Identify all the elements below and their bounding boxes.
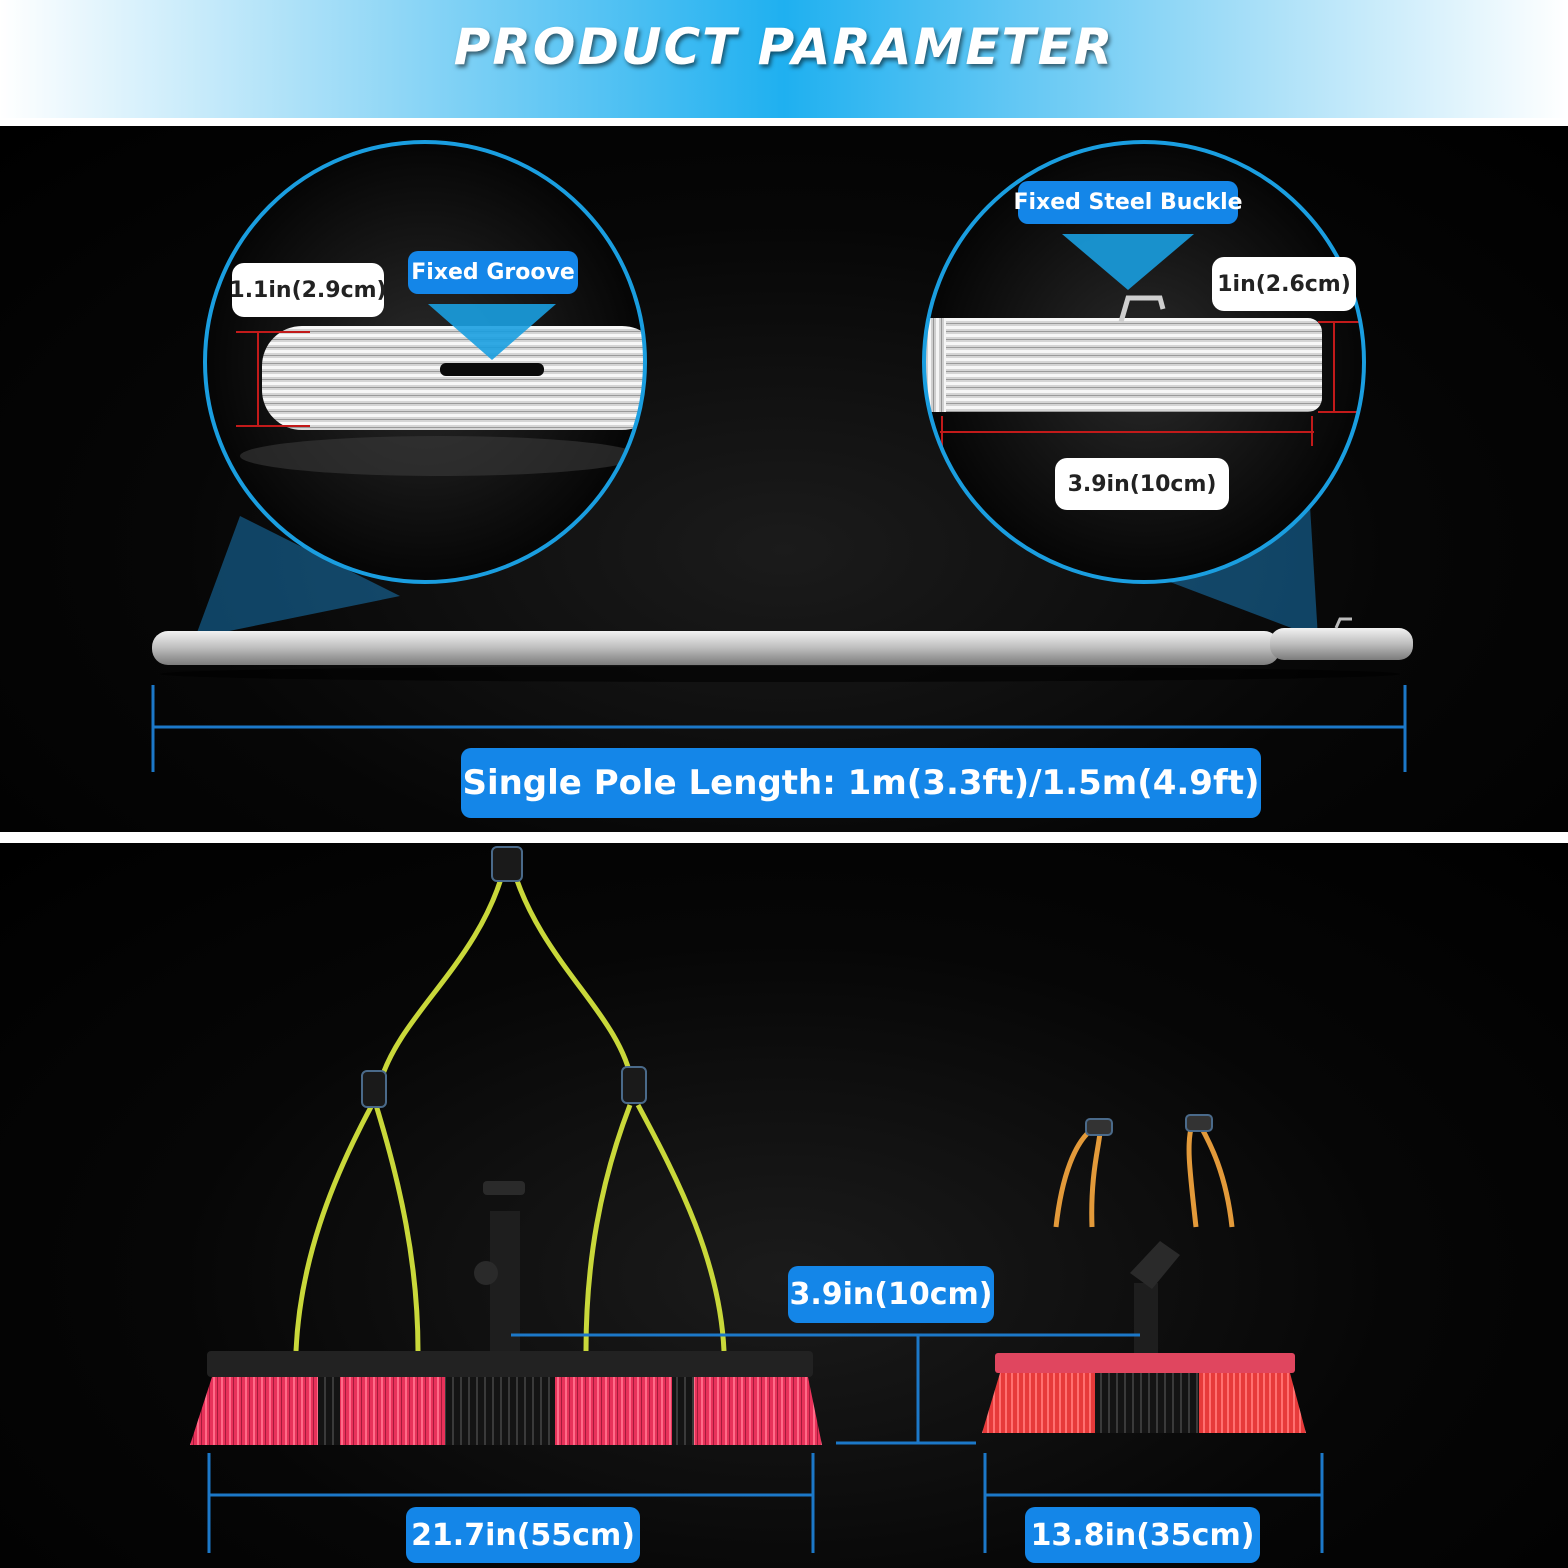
small-brush-width-label: 13.8in(35cm): [1025, 1507, 1260, 1563]
small-brush-connectors: [1085, 1114, 1213, 1136]
small-brush-hoses: [1053, 1123, 1235, 1228]
fixed-steel-buckle-label: Fixed Steel Buckle: [1013, 181, 1243, 224]
buckle-diameter-label: 1in(2.6cm): [1212, 257, 1356, 311]
single-pole-length-label: Single Pole Length: 1m(3.3ft)/1.5m(4.9ft…: [461, 748, 1261, 818]
large-brush-hoses: [293, 864, 727, 1352]
groove-diameter-label: 1.1in(2.9cm): [229, 263, 387, 317]
telescopic-pole: [152, 617, 1413, 682]
buckle-length-label: 3.9in(10cm): [1055, 458, 1229, 510]
pole-illustration: [151, 140, 1413, 772]
pole-section: 1.1in(2.9cm) Fixed Groove Fixed Steel Bu…: [0, 126, 1568, 832]
pole-length-dimension: [151, 685, 1407, 772]
left-projection-cone: [195, 516, 400, 638]
brush-dimension-lines: [207, 1333, 1324, 1553]
groove-detail-circle: [203, 140, 647, 584]
brush-illustration: [190, 846, 1324, 1553]
large-brush: [190, 1181, 822, 1445]
brush-gap-label: 3.9in(10cm): [788, 1266, 994, 1323]
brush-section: 3.9in(10cm) 21.7in(55cm) 13.8in(35cm): [0, 843, 1568, 1568]
right-projection-cone: [1170, 506, 1318, 638]
large-brush-connectors: [361, 846, 647, 1108]
large-brush-width-label: 21.7in(55cm): [406, 1507, 640, 1563]
fixed-groove-label: Fixed Groove: [408, 251, 578, 294]
buckle-detail-circle: [922, 140, 1366, 584]
small-brush: [982, 1241, 1306, 1433]
header-banner: PRODUCT PARAMETER: [0, 0, 1568, 118]
page-title: PRODUCT PARAMETER: [453, 18, 1115, 76]
